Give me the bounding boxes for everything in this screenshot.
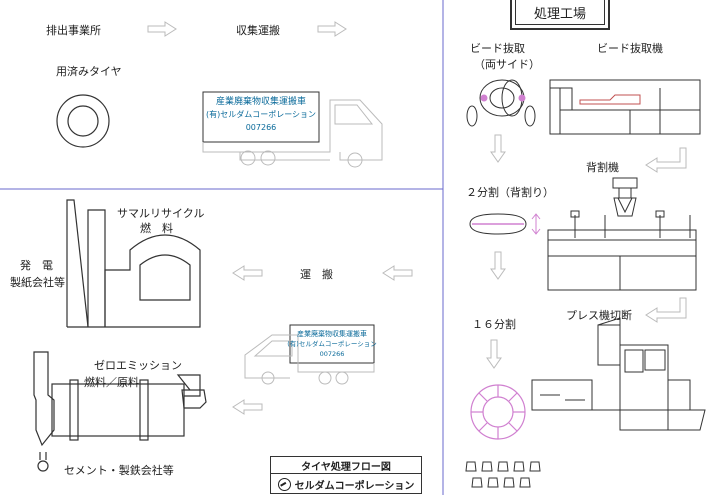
arrow-left-3 [232,399,263,415]
truck-bottom-line3: 007266 [320,350,345,358]
truck-top-line1: 産業廃棄物収集運搬車 [216,95,306,107]
label-power-1: 発 電 [20,259,53,272]
used-tire [56,94,110,148]
label-zero-emission-2: 燃料／原料 [84,376,139,389]
legend-company: セルダムコーポレーション [294,480,415,492]
split-two-tire [469,213,541,235]
power-plant [66,199,201,328]
label-thermal-recycle-2: 燃 料 [140,222,173,235]
legend-company-row: セルダムコーポレーション [271,474,421,494]
label-split-two: ２分割（背割り） [466,186,554,199]
label-collection: 収集運搬 [236,24,280,37]
arrow-down-2 [490,251,506,280]
arrow-right-1 [147,21,177,37]
sixteen-ring [470,384,526,440]
arrow-left-1 [232,265,263,281]
truck-bottom-line1: 産業廃棄物収集運搬車 [297,329,367,338]
label-both-sides: （両サイド） [474,58,540,71]
bead-machine [549,79,701,135]
legend-title: タイヤ処理フロー図 [271,457,421,474]
plant-title-box: 処理工場 [510,0,610,30]
label-cement: セメント・製鉄会社等 [64,464,174,477]
press-cutter [531,317,706,431]
label-origin: 排出事業所 [46,24,101,37]
label-zero-emission-1: ゼロエミッション [94,359,182,372]
arrow-down-3 [486,339,502,369]
rubber-chips [465,461,541,488]
truck-bottom [244,324,375,385]
truck-top [202,91,383,168]
flow-arrows [147,21,687,415]
section-dividers [0,0,444,495]
label-press-cut: プレス機切断 [566,309,632,322]
company-logo-icon [277,477,291,491]
cement-kiln [33,351,207,472]
arrow-bent-2 [645,297,687,323]
truck-bottom-line2: (有)セルダムコーポレーション [287,339,376,348]
bead-removal-illustration [466,79,536,127]
legend-box: タイヤ処理フロー図 セルダムコーポレーション [270,456,422,494]
label-bead-removal: ビード抜取 [470,42,525,55]
label-power-2: 製紙会社等 [10,276,65,289]
arrow-left-2 [382,265,413,281]
label-thermal-recycle-1: サマルリサイクル [117,207,205,220]
label-back-split-machine: 背割機 [586,161,619,174]
label-used-tires: 用済みタイヤ [56,65,122,78]
arrow-down-1 [490,134,506,163]
label-bead-machine: ビード抜取機 [597,42,663,55]
truck-top-line3: 007266 [246,123,277,132]
back-split-machine [547,177,697,291]
truck-top-line2: (有)セルダムコーポレーション [206,109,316,119]
plant-title: 処理工場 [515,0,605,25]
label-split-sixteen: １６分割 [472,318,516,331]
arrow-right-2 [317,21,347,37]
label-transport: 運 搬 [300,268,333,281]
arrow-bent-1 [645,147,687,173]
